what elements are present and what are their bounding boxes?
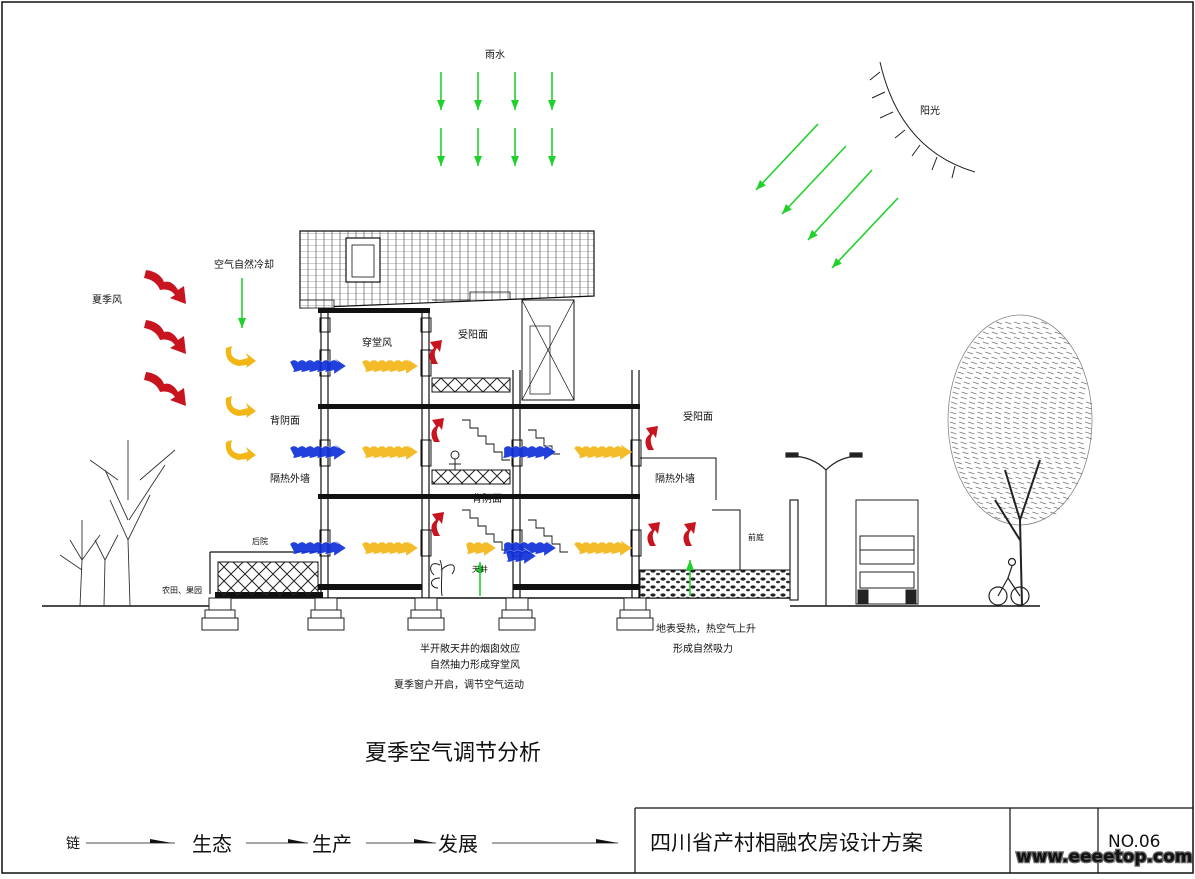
note-chimney-effect: 半开敞天井的烟囱效应 bbox=[420, 642, 520, 655]
label-sunny-face-2: 受阳面 bbox=[683, 411, 713, 423]
rain-arrow bbox=[474, 72, 482, 110]
label-cross-wind: 穿堂风 bbox=[362, 336, 392, 349]
note-window-open: 夏季窗户开启，调节空气运动 bbox=[394, 678, 524, 691]
footer-step-ecology: 生态 bbox=[192, 832, 232, 856]
rising-warm-air-arrow bbox=[429, 340, 442, 364]
through-wind-arrow bbox=[502, 443, 557, 461]
label-rain: 雨水 bbox=[485, 49, 505, 61]
footer-step-production: 生产 bbox=[312, 832, 352, 856]
rain-arrow bbox=[511, 72, 519, 110]
bare-trees-left bbox=[59, 440, 176, 607]
label-air-cooling: 空气自然冷却 bbox=[214, 258, 274, 271]
label-shade-face-1: 背阴面 bbox=[270, 414, 300, 427]
label-shade-face-2: 背阴面 bbox=[472, 492, 502, 505]
through-wind-arrow bbox=[289, 539, 347, 557]
annotation-labels: 雨水 阳光 夏季风 空气自然冷却 穿堂风 受阳面 受阳面 背阴面 背阴面 隔热外… bbox=[92, 49, 940, 766]
sunlight-arrow bbox=[781, 145, 847, 215]
rising-warm-air-arrow bbox=[431, 418, 444, 442]
cooled-air-arrow bbox=[225, 440, 256, 462]
label-insulated-wall-1: 隔热外墙 bbox=[270, 472, 310, 485]
sunlight-arrow bbox=[831, 197, 899, 269]
rising-warm-air-arrow bbox=[647, 522, 660, 546]
through-wind-arrow bbox=[361, 539, 419, 557]
summer-wind-arrow bbox=[144, 320, 186, 354]
diagram-title: 夏季空气调节分析 bbox=[365, 741, 541, 766]
label-insulated-wall-2: 隔热外墙 bbox=[655, 472, 695, 485]
cyclist bbox=[988, 557, 1030, 606]
rain-arrow bbox=[474, 128, 482, 166]
sun-arc bbox=[869, 61, 976, 179]
through-wind-arrow bbox=[465, 539, 497, 557]
label-backyard: 后院 bbox=[252, 536, 268, 546]
footer-step-development: 发展 bbox=[438, 832, 478, 856]
project-title: 四川省产村相融农房设计方案 bbox=[650, 831, 923, 855]
street-lamp bbox=[785, 452, 863, 606]
sheet-number: NO.06 bbox=[1108, 832, 1160, 852]
rain-arrow bbox=[548, 128, 556, 166]
summer-wind-arrow bbox=[144, 270, 186, 304]
label-summer-wind: 夏季风 bbox=[92, 294, 122, 306]
courtyard-updraft-arrow bbox=[476, 562, 484, 596]
rising-warm-air-arrow bbox=[431, 512, 444, 536]
label-front-yard: 前庭 bbox=[748, 532, 764, 542]
through-wind-arrow bbox=[289, 357, 347, 375]
label-sunny-face-1: 受阳面 bbox=[458, 329, 488, 341]
through-wind-arrow bbox=[361, 357, 419, 375]
cooling-down-arrow bbox=[238, 278, 246, 328]
footer-chain-label: 链 bbox=[66, 836, 80, 852]
rain-arrow bbox=[437, 128, 445, 166]
through-wind-arrow bbox=[289, 443, 347, 461]
watermark: www.eeeetop.com bbox=[1016, 847, 1193, 867]
cooled-air-arrow bbox=[225, 346, 256, 368]
label-courtyard: 天井 bbox=[472, 564, 488, 574]
sunlight-arrow bbox=[807, 169, 873, 241]
ground-updraft-arrow bbox=[686, 560, 694, 596]
label-ground-heat-1: 地表受热，热空气上升 bbox=[656, 622, 756, 635]
through-wind-arrow bbox=[361, 443, 419, 461]
footer-chain: 链 生态 生产 发展 四川省产村相融农房设计方案 NO.06 www.eeeet… bbox=[66, 831, 1194, 868]
building-section bbox=[209, 230, 791, 599]
label-ground-heat-2: 形成自然吸力 bbox=[673, 642, 733, 655]
through-wind-arrow bbox=[505, 547, 537, 565]
summer-wind-arrow bbox=[144, 372, 186, 406]
airflow-arrows bbox=[144, 72, 899, 596]
tiled-roof bbox=[299, 230, 595, 309]
leafy-tree-right bbox=[947, 314, 1093, 607]
label-sun: 阳光 bbox=[920, 104, 940, 117]
cooled-air-arrow bbox=[225, 396, 256, 418]
truck bbox=[855, 499, 919, 605]
foundations bbox=[201, 597, 654, 631]
courtyard-plant bbox=[430, 559, 455, 597]
through-wind-arrow bbox=[573, 539, 633, 557]
rain-arrow bbox=[511, 128, 519, 166]
label-farmland: 农田、果园 bbox=[162, 585, 202, 595]
through-wind-arrow bbox=[573, 443, 633, 461]
rain-arrow bbox=[437, 72, 445, 110]
sunlight-arrow bbox=[755, 123, 819, 191]
rising-warm-air-arrow bbox=[645, 426, 658, 450]
note-natural-draft: 自然抽力形成穿堂风 bbox=[430, 658, 520, 671]
rising-warm-air-arrow bbox=[683, 522, 696, 546]
rain-arrow bbox=[548, 72, 556, 110]
